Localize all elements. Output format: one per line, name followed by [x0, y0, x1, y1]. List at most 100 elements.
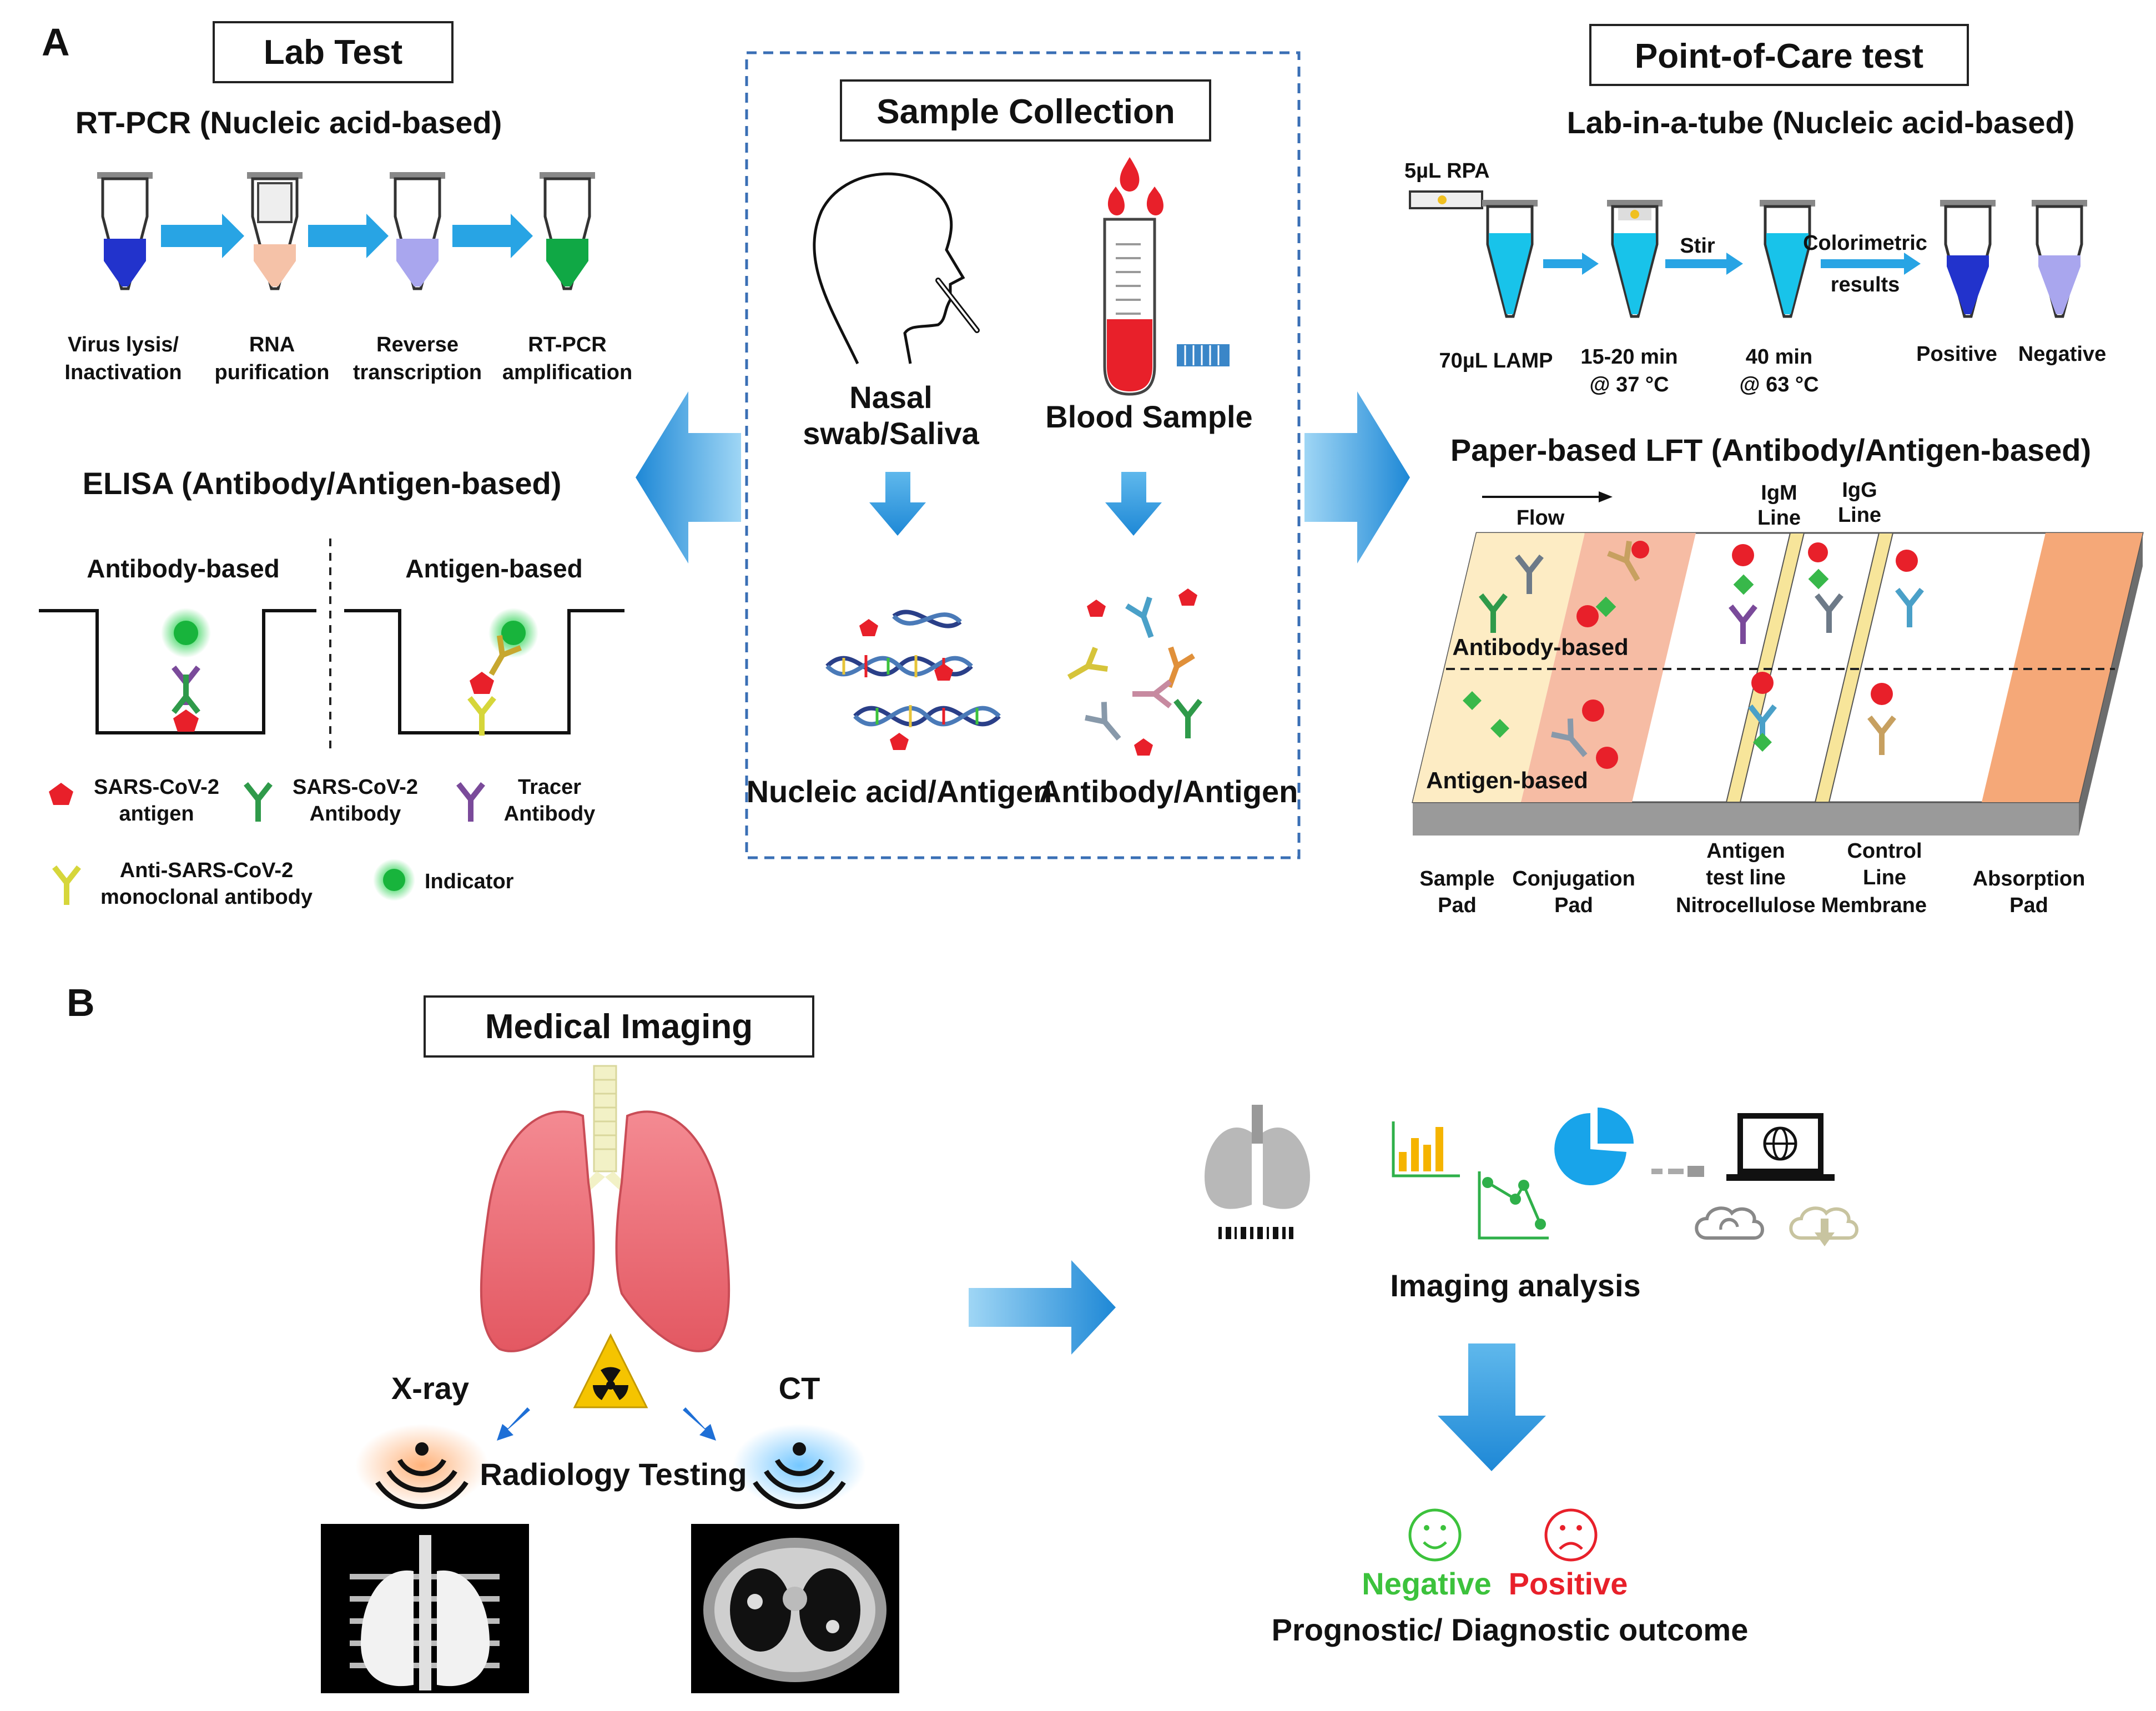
rtpcr-step-4-line2: amplification	[502, 361, 632, 384]
arrow-to-xray	[497, 1407, 530, 1441]
happy-face-icon	[1408, 1508, 1462, 1562]
step2-line1: 15-20 min	[1580, 345, 1678, 369]
absorption-line2: Pad	[2009, 894, 2048, 917]
sample-pad-line2: Pad	[1438, 894, 1477, 917]
igm-line1: IgM	[1761, 481, 1797, 505]
rpa-label: 5µL RPA	[1404, 159, 1490, 183]
arrow-down-nasal	[869, 472, 926, 536]
rtpcr-tube-4	[540, 172, 595, 289]
positive-tube	[1940, 200, 1996, 316]
colorimetric-line2: results	[1831, 273, 1900, 296]
sample-collection-header: Sample Collection	[876, 93, 1175, 131]
ct-image	[691, 1524, 899, 1693]
sample-collection-box	[745, 51, 1301, 859]
rtpcr-step-3-line1: Reverse	[376, 333, 459, 356]
cloud-download-icon	[1789, 1206, 1858, 1246]
lab-test-header-box	[213, 21, 454, 83]
poc-header: Point-of-Care test	[1635, 37, 1923, 76]
legend-monoclonal-line1: Anti-SARS-CoV-2	[120, 859, 293, 882]
lft-antibody-based: Antibody-based	[1452, 634, 1628, 660]
sad-face-icon	[1544, 1508, 1598, 1562]
lamp-label: 70µL LAMP	[1439, 349, 1553, 373]
conjugation-pad-line1: Conjugation	[1512, 867, 1635, 890]
elisa-title: ELISA (Antibody/Antigen-based)	[83, 466, 562, 501]
sample-pad-line1: Sample	[1419, 867, 1494, 890]
nasal-line1: Nasal	[849, 380, 932, 415]
gray-lungs-icon	[1205, 1105, 1310, 1239]
arrow-to-outcome	[1438, 1343, 1546, 1471]
legend-tracer-line2: Antibody	[504, 802, 596, 826]
poc-header-box	[1589, 24, 1969, 86]
negative-tube-label: Negative	[2018, 343, 2106, 366]
xray-signal-icon	[355, 1424, 488, 1509]
rtpcr-step-1-line2: Inactivation	[64, 361, 182, 384]
ct-label: CT	[779, 1371, 820, 1406]
arrow-to-imaging-analysis	[969, 1260, 1116, 1355]
legend-antigen-line2: antigen	[119, 802, 194, 826]
step3-line1: 40 min	[1746, 345, 1812, 369]
igg-line2: Line	[1838, 504, 1881, 527]
rtpcr-step-arrows	[161, 214, 533, 258]
arrow-down-blood	[1105, 472, 1162, 536]
antibody-antigen-label: Antibody/Antigen	[1039, 774, 1298, 809]
xray-label: X-ray	[391, 1371, 469, 1406]
arrow-to-poc	[1304, 391, 1410, 563]
head-profile-icon	[813, 172, 965, 365]
lft-markers	[1463, 541, 1922, 769]
legend-monoclonal-icon	[54, 867, 79, 905]
rtpcr-tube-3	[390, 172, 445, 289]
control-line2: Line	[1863, 866, 1906, 889]
legend-indicator: Indicator	[425, 870, 514, 893]
rtpcr-step-1-line1: Virus lysis/	[68, 333, 179, 356]
control-line1: Control	[1847, 839, 1922, 863]
rtpcr-title: RT-PCR (Nucleic acid-based)	[75, 105, 502, 140]
negative-outcome-label: Negative	[1362, 1566, 1491, 1601]
legend-indicator-icon	[373, 859, 415, 901]
rtpcr-tube-1	[97, 172, 153, 289]
igg-line1: IgG	[1842, 479, 1877, 502]
elisa-well-2-complex	[470, 608, 538, 736]
blood-tube-icon	[1103, 157, 1230, 396]
outcome-title: Prognostic/ Diagnostic outcome	[1272, 1612, 1749, 1647]
rtpcr-step-4-line1: RT-PCR	[528, 333, 606, 356]
legend-antibody-icon	[246, 784, 270, 822]
sample-collection-header-box	[840, 79, 1211, 142]
lft-strip	[1412, 532, 2144, 836]
rtpcr-step-2-line2: purification	[215, 361, 330, 384]
ct-signal-icon	[733, 1424, 866, 1509]
positive-outcome-label: Positive	[1509, 1566, 1628, 1601]
legend-monoclonal-line2: monoclonal antibody	[100, 885, 313, 909]
igm-line2: Line	[1757, 506, 1801, 530]
step2-line2: @ 37 °C	[1589, 373, 1669, 396]
panel-b-letter: B	[67, 981, 95, 1024]
legend-antigen-line1: SARS-CoV-2	[94, 776, 219, 799]
igm-line-band	[1725, 532, 1805, 803]
conjugation-pad-line2: Pad	[1554, 894, 1593, 917]
medical-imaging-header: Medical Imaging	[485, 1008, 753, 1046]
xray-image	[321, 1524, 529, 1693]
membrane-label: Nitrocellulose Membrane	[1676, 894, 1927, 917]
antigen-test-line1: Antigen	[1706, 839, 1785, 863]
absorption-pad	[1982, 533, 2143, 802]
antigen-test-line2: test line	[1706, 866, 1786, 889]
antibody-cluster-icon	[1062, 588, 1200, 756]
lamp-tube-2	[1607, 200, 1663, 316]
lamp-tube-1	[1409, 190, 1538, 316]
elisa-well-1-complex	[161, 608, 211, 732]
lft-antigen-based: Antigen-based	[1426, 767, 1588, 793]
lamp-tube-3	[1760, 200, 1815, 316]
bar-chart-icon	[1392, 1121, 1460, 1177]
connector-dashes	[1651, 1166, 1704, 1177]
stir-label: Stir	[1680, 234, 1715, 258]
flow-label: Flow	[1517, 506, 1565, 530]
positive-tube-label: Positive	[1916, 343, 1997, 366]
nucleic-acid-label: Nucleic acid/Antigen	[747, 774, 1052, 809]
nasal-line2: swab/Saliva	[803, 416, 979, 451]
panel-a-letter: A	[42, 21, 70, 64]
arrow-to-ct	[683, 1407, 716, 1441]
legend-tracer-line1: Tracer	[518, 776, 581, 799]
colorimetric-line1: Colorimetric	[1803, 232, 1927, 255]
lungs-icon	[480, 1065, 731, 1352]
